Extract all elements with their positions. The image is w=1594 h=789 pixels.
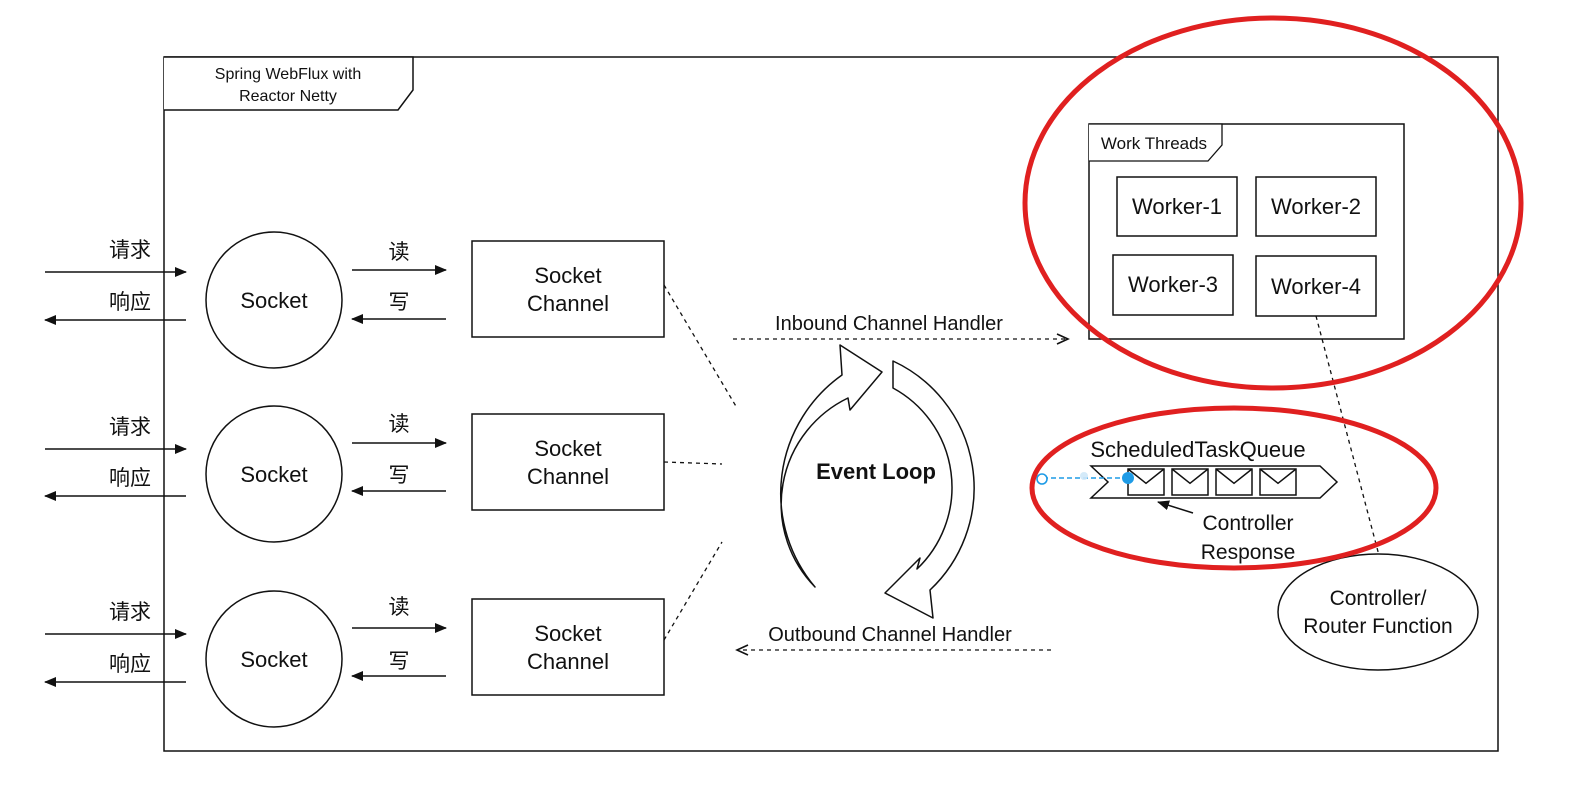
outbound-handler-label: Outbound Channel Handler: [768, 624, 1012, 646]
message-envelope-icon: [1215, 468, 1253, 496]
connection-row-3: 请求 响应 Socket 读 写 Socket Channel: [44, 590, 665, 728]
worker-3-label: Worker-3: [1128, 272, 1218, 297]
write-label: 写: [389, 463, 410, 487]
controller-response-arrow: [1157, 500, 1194, 514]
socket-channel-box[interactable]: [471, 413, 665, 511]
socket-label: Socket: [240, 647, 307, 672]
message-envelope-icon: [1127, 468, 1165, 496]
socket-circle[interactable]: [205, 590, 343, 728]
inbound-handler-label: Inbound Channel Handler: [775, 313, 1003, 335]
response-label: 响应: [109, 290, 151, 314]
worker-to-controller-connector: [1315, 315, 1382, 564]
controller-response-line1: Controller: [1202, 512, 1293, 535]
channel-to-loop-connector: [663, 541, 723, 641]
event-loop-left-arrow: [779, 344, 883, 588]
socket-channel-line2: Channel: [527, 649, 609, 674]
controller-function-line1: Controller/: [1330, 587, 1427, 610]
webflux-frame: [163, 56, 1499, 752]
request-label: 请求: [109, 600, 151, 624]
socket-channel-box[interactable]: [471, 240, 665, 338]
worker-2-box[interactable]: [1255, 176, 1377, 237]
message-envelope-icon: [1171, 468, 1209, 496]
write-label: 写: [389, 649, 410, 673]
task-queue-messages: [1127, 468, 1297, 496]
event-loop-right-arrow: [884, 360, 975, 619]
controller-function-line2: Router Function: [1303, 615, 1452, 638]
read-label: 读: [389, 595, 410, 619]
connection-row-2: 请求 响应 Socket 读 写 Socket Channel: [44, 405, 665, 543]
connection-row-1: 请求 响应 Socket 读 写 Socket Channel: [44, 231, 665, 369]
message-envelope-icon: [1259, 468, 1297, 496]
socket-circle[interactable]: [205, 231, 343, 369]
socket-channel-line1: Socket: [534, 263, 601, 288]
event-loop-cycle[interactable]: Event Loop: [779, 344, 975, 619]
selection-handle-end[interactable]: [1122, 472, 1134, 484]
socket-channel-line1: Socket: [534, 621, 601, 646]
frame-title-tab: [164, 56, 414, 111]
worker-1-box[interactable]: [1116, 176, 1238, 237]
worker-2-label: Worker-2: [1271, 194, 1361, 219]
highlight-task-queue: [1029, 405, 1439, 571]
socket-channel-line1: Socket: [534, 436, 601, 461]
scheduled-task-queue: ScheduledTaskQueue: [1036, 437, 1339, 499]
work-threads-title-tab: [1089, 123, 1223, 162]
worker-4-label: Worker-4: [1271, 274, 1361, 299]
write-label: 写: [389, 290, 410, 314]
channel-to-loop-connector: [663, 284, 738, 409]
work-threads-title: Work Threads: [1101, 134, 1207, 153]
worker-4-box[interactable]: [1255, 255, 1377, 317]
event-loop-label: Event Loop: [816, 459, 936, 484]
read-label: 读: [389, 412, 410, 436]
worker-3-box[interactable]: [1112, 254, 1234, 316]
selection-handle-start[interactable]: [1036, 473, 1048, 485]
request-label: 请求: [109, 238, 151, 262]
work-threads-group: Work Threads Worker-1 Worker-2 Worker-3 …: [1088, 123, 1405, 340]
channel-to-loop-connector: [663, 461, 723, 465]
socket-channel-line2: Channel: [527, 291, 609, 316]
response-label: 响应: [109, 466, 151, 490]
highlight-work-threads: [1022, 15, 1524, 391]
socket-channel-line2: Channel: [527, 464, 609, 489]
frame-title-line1: Spring WebFlux with: [215, 66, 361, 83]
response-label: 响应: [109, 652, 151, 676]
socket-circle[interactable]: [205, 405, 343, 543]
read-label: 读: [389, 240, 410, 264]
request-label: 请求: [109, 415, 151, 439]
socket-channel-box[interactable]: [471, 598, 665, 696]
controller-router-function[interactable]: [1277, 553, 1479, 671]
selection-midpoint-handle[interactable]: [1080, 472, 1088, 480]
frame-title-line2: Reactor Netty: [239, 88, 337, 105]
socket-label: Socket: [240, 462, 307, 487]
controller-response-line2: Response: [1201, 541, 1296, 564]
socket-label: Socket: [240, 288, 307, 313]
task-queue-label: ScheduledTaskQueue: [1090, 437, 1305, 462]
worker-1-label: Worker-1: [1132, 194, 1222, 219]
